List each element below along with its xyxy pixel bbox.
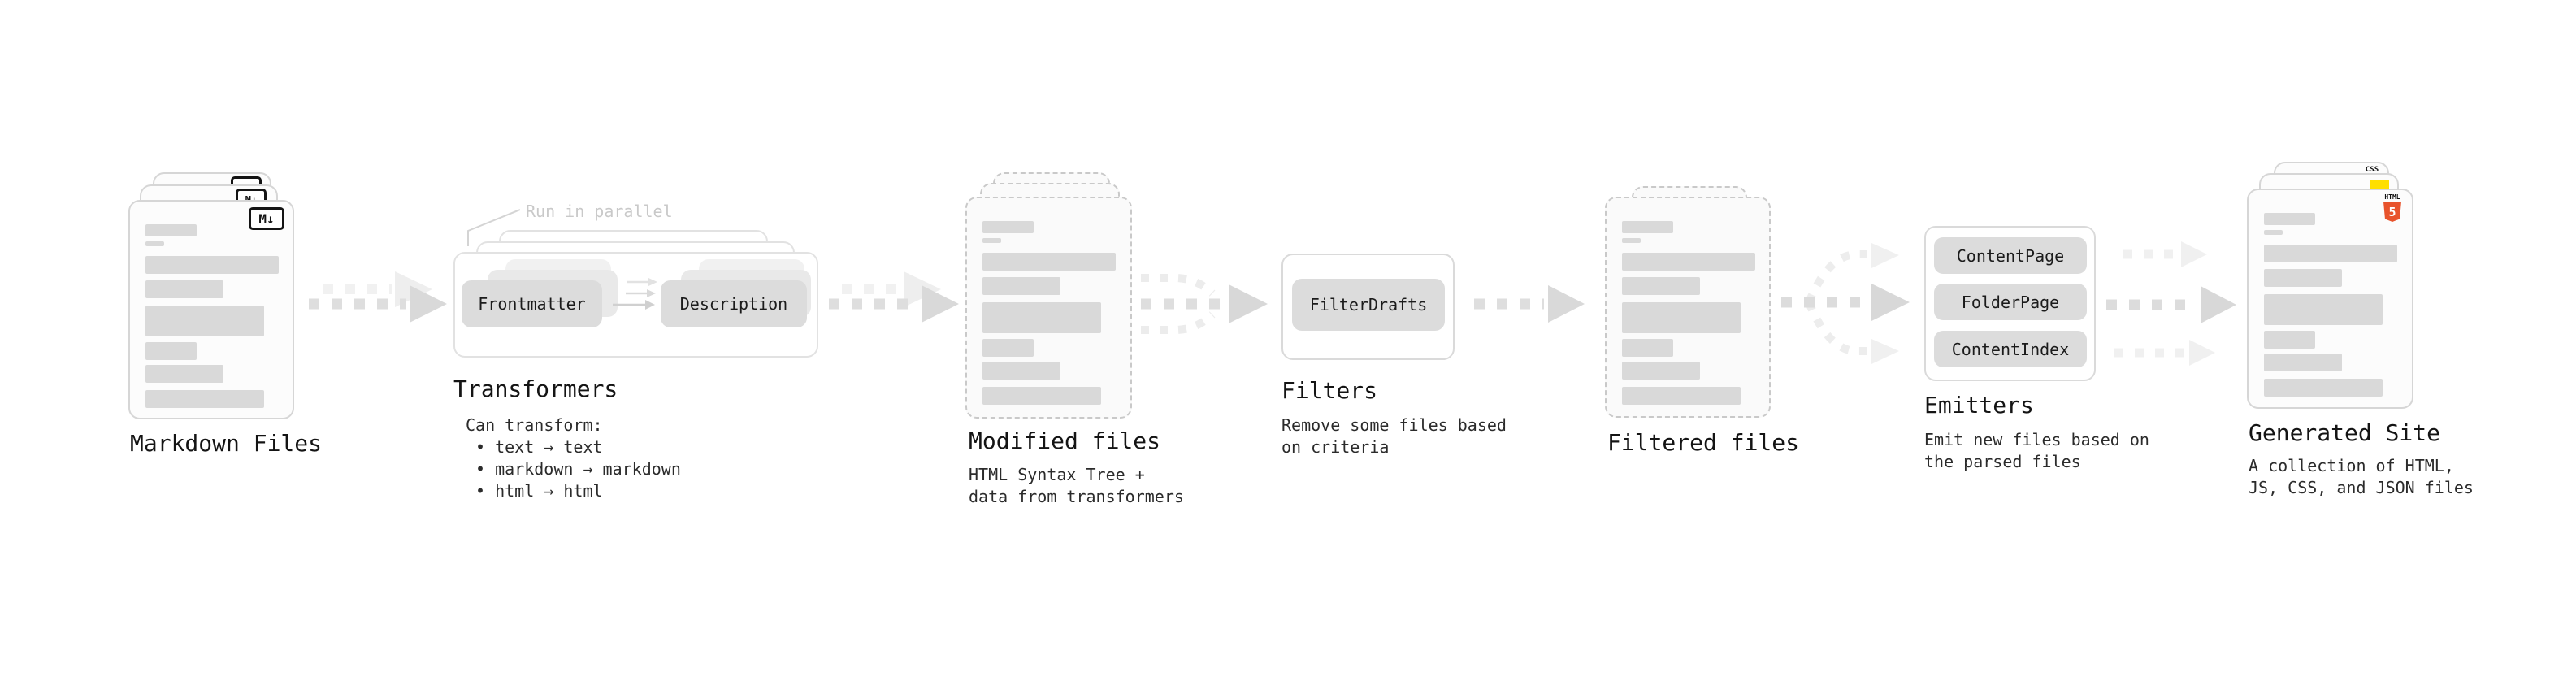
stage-desc-modified-files: HTML Syntax Tree + data from transformer… (969, 464, 1184, 508)
html5-icon-label: HTML (2384, 193, 2400, 201)
text-placeholder-bar (982, 253, 1116, 271)
arrow-modified-to-filters-icon (1141, 274, 1268, 334)
bullet-item: • text → text (475, 437, 603, 457)
text-placeholder-bar (982, 238, 1001, 243)
text-placeholder-bar (145, 256, 279, 274)
text-placeholder-bar (145, 224, 197, 236)
arrow-emitters-to-generated-icon (2106, 241, 2236, 366)
text-placeholder-bar (1622, 221, 1673, 233)
emitter-pill-folderpage: FolderPage (1934, 284, 2087, 320)
stage-title-transformers: Transformers (453, 375, 618, 402)
text-placeholder-bar (2264, 213, 2315, 225)
text-placeholder-bar (982, 302, 1101, 333)
run-in-parallel-annotation: Run in parallel (526, 202, 673, 221)
desc-line: A collection of HTML, (2249, 456, 2454, 475)
text-placeholder-bar (145, 342, 197, 360)
html5-icon-shield: 5 (2383, 202, 2401, 222)
text-placeholder-bar (2264, 379, 2383, 397)
arrow-filters-to-filtered-icon (1474, 285, 1585, 323)
desc-line: Emit new files based on (1924, 430, 2149, 449)
html5-icon-number: 5 (2388, 204, 2396, 219)
stage-title-generated-site: Generated Site (2249, 419, 2441, 446)
emitter-pill-contentindex: ContentIndex (1934, 331, 2087, 367)
bullet-item: • html → html (475, 481, 603, 501)
desc-line: JS, CSS, and JSON files (2249, 478, 2474, 497)
stage-desc-generated-site: A collection of HTML, JS, CSS, and JSON … (2249, 455, 2474, 499)
stage-title-markdown-files: Markdown Files (130, 430, 323, 457)
text-placeholder-bar (2264, 269, 2342, 287)
text-placeholder-bar (982, 362, 1060, 380)
stage-title-modified-files: Modified files (969, 427, 1161, 454)
text-placeholder-bar (1622, 277, 1700, 295)
stage-title-emitters: Emitters (1924, 392, 2034, 419)
text-placeholder-bar (2264, 331, 2315, 349)
desc-line: HTML Syntax Tree + (969, 465, 1145, 484)
stage-desc-transformers: Can transform: • text → text • markdown … (466, 414, 681, 502)
text-placeholder-bar (2264, 354, 2342, 371)
text-placeholder-bar (145, 241, 164, 246)
html5-icon: HTML 5 (2383, 193, 2402, 222)
arrow-markdown-to-transformers-icon (309, 271, 447, 323)
modified-file-card-front (965, 197, 1132, 419)
text-placeholder-bar (145, 390, 264, 408)
filtered-file-card-front (1605, 197, 1771, 418)
desc-line: the parsed files (1924, 452, 2081, 471)
text-placeholder-bar (982, 277, 1060, 295)
text-placeholder-bar (982, 387, 1101, 405)
stage-desc-emitters: Emit new files based on the parsed files (1924, 429, 2149, 473)
stage-title-filters: Filters (1281, 377, 1378, 404)
stage-desc-filters: Remove some files based on criteria (1281, 414, 1507, 458)
filter-pill-filterdrafts: FilterDrafts (1292, 279, 1445, 331)
text-placeholder-bar (1622, 253, 1755, 271)
arrow-filtered-to-emitters-icon (1781, 243, 1910, 364)
text-placeholder-bar (145, 365, 223, 383)
emitter-pill-contentpage: ContentPage (1934, 237, 2087, 274)
transformers-bullet-list: • text → text • markdown → markdown • ht… (466, 436, 681, 502)
text-placeholder-bar (1622, 339, 1673, 357)
text-placeholder-bar (1622, 238, 1641, 243)
annotation-leader-line (467, 209, 521, 246)
markdown-icon: M↓ (249, 207, 284, 230)
javascript-icon (2370, 180, 2389, 190)
text-placeholder-bar (982, 221, 1034, 233)
transformers-desc-heading: Can transform: (466, 415, 603, 435)
text-placeholder-bar (2264, 230, 2283, 235)
arrow-transformers-to-modified-icon (829, 271, 959, 323)
text-placeholder-bar (2264, 294, 2383, 325)
transformer-pill-description: Description (661, 280, 807, 327)
bullet-item: • markdown → markdown (475, 459, 681, 479)
desc-line: on criteria (1281, 437, 1390, 457)
text-placeholder-bar (982, 339, 1034, 357)
css-icon-label: CSS (2365, 166, 2379, 174)
stage-title-filtered-files: Filtered files (1607, 429, 1800, 456)
text-placeholder-bar (1622, 387, 1741, 405)
text-placeholder-bar (145, 306, 264, 336)
desc-line: data from transformers (969, 487, 1184, 506)
text-placeholder-bar (1622, 302, 1741, 333)
generated-file-card-front: HTML 5 (2247, 189, 2413, 409)
desc-line: Remove some files based (1281, 415, 1507, 435)
markdown-file-card-front: M↓ (128, 200, 294, 419)
text-placeholder-bar (145, 280, 223, 298)
transformer-pill-frontmatter: Frontmatter (462, 280, 602, 327)
text-placeholder-bar (2264, 245, 2397, 262)
text-placeholder-bar (1622, 362, 1700, 380)
